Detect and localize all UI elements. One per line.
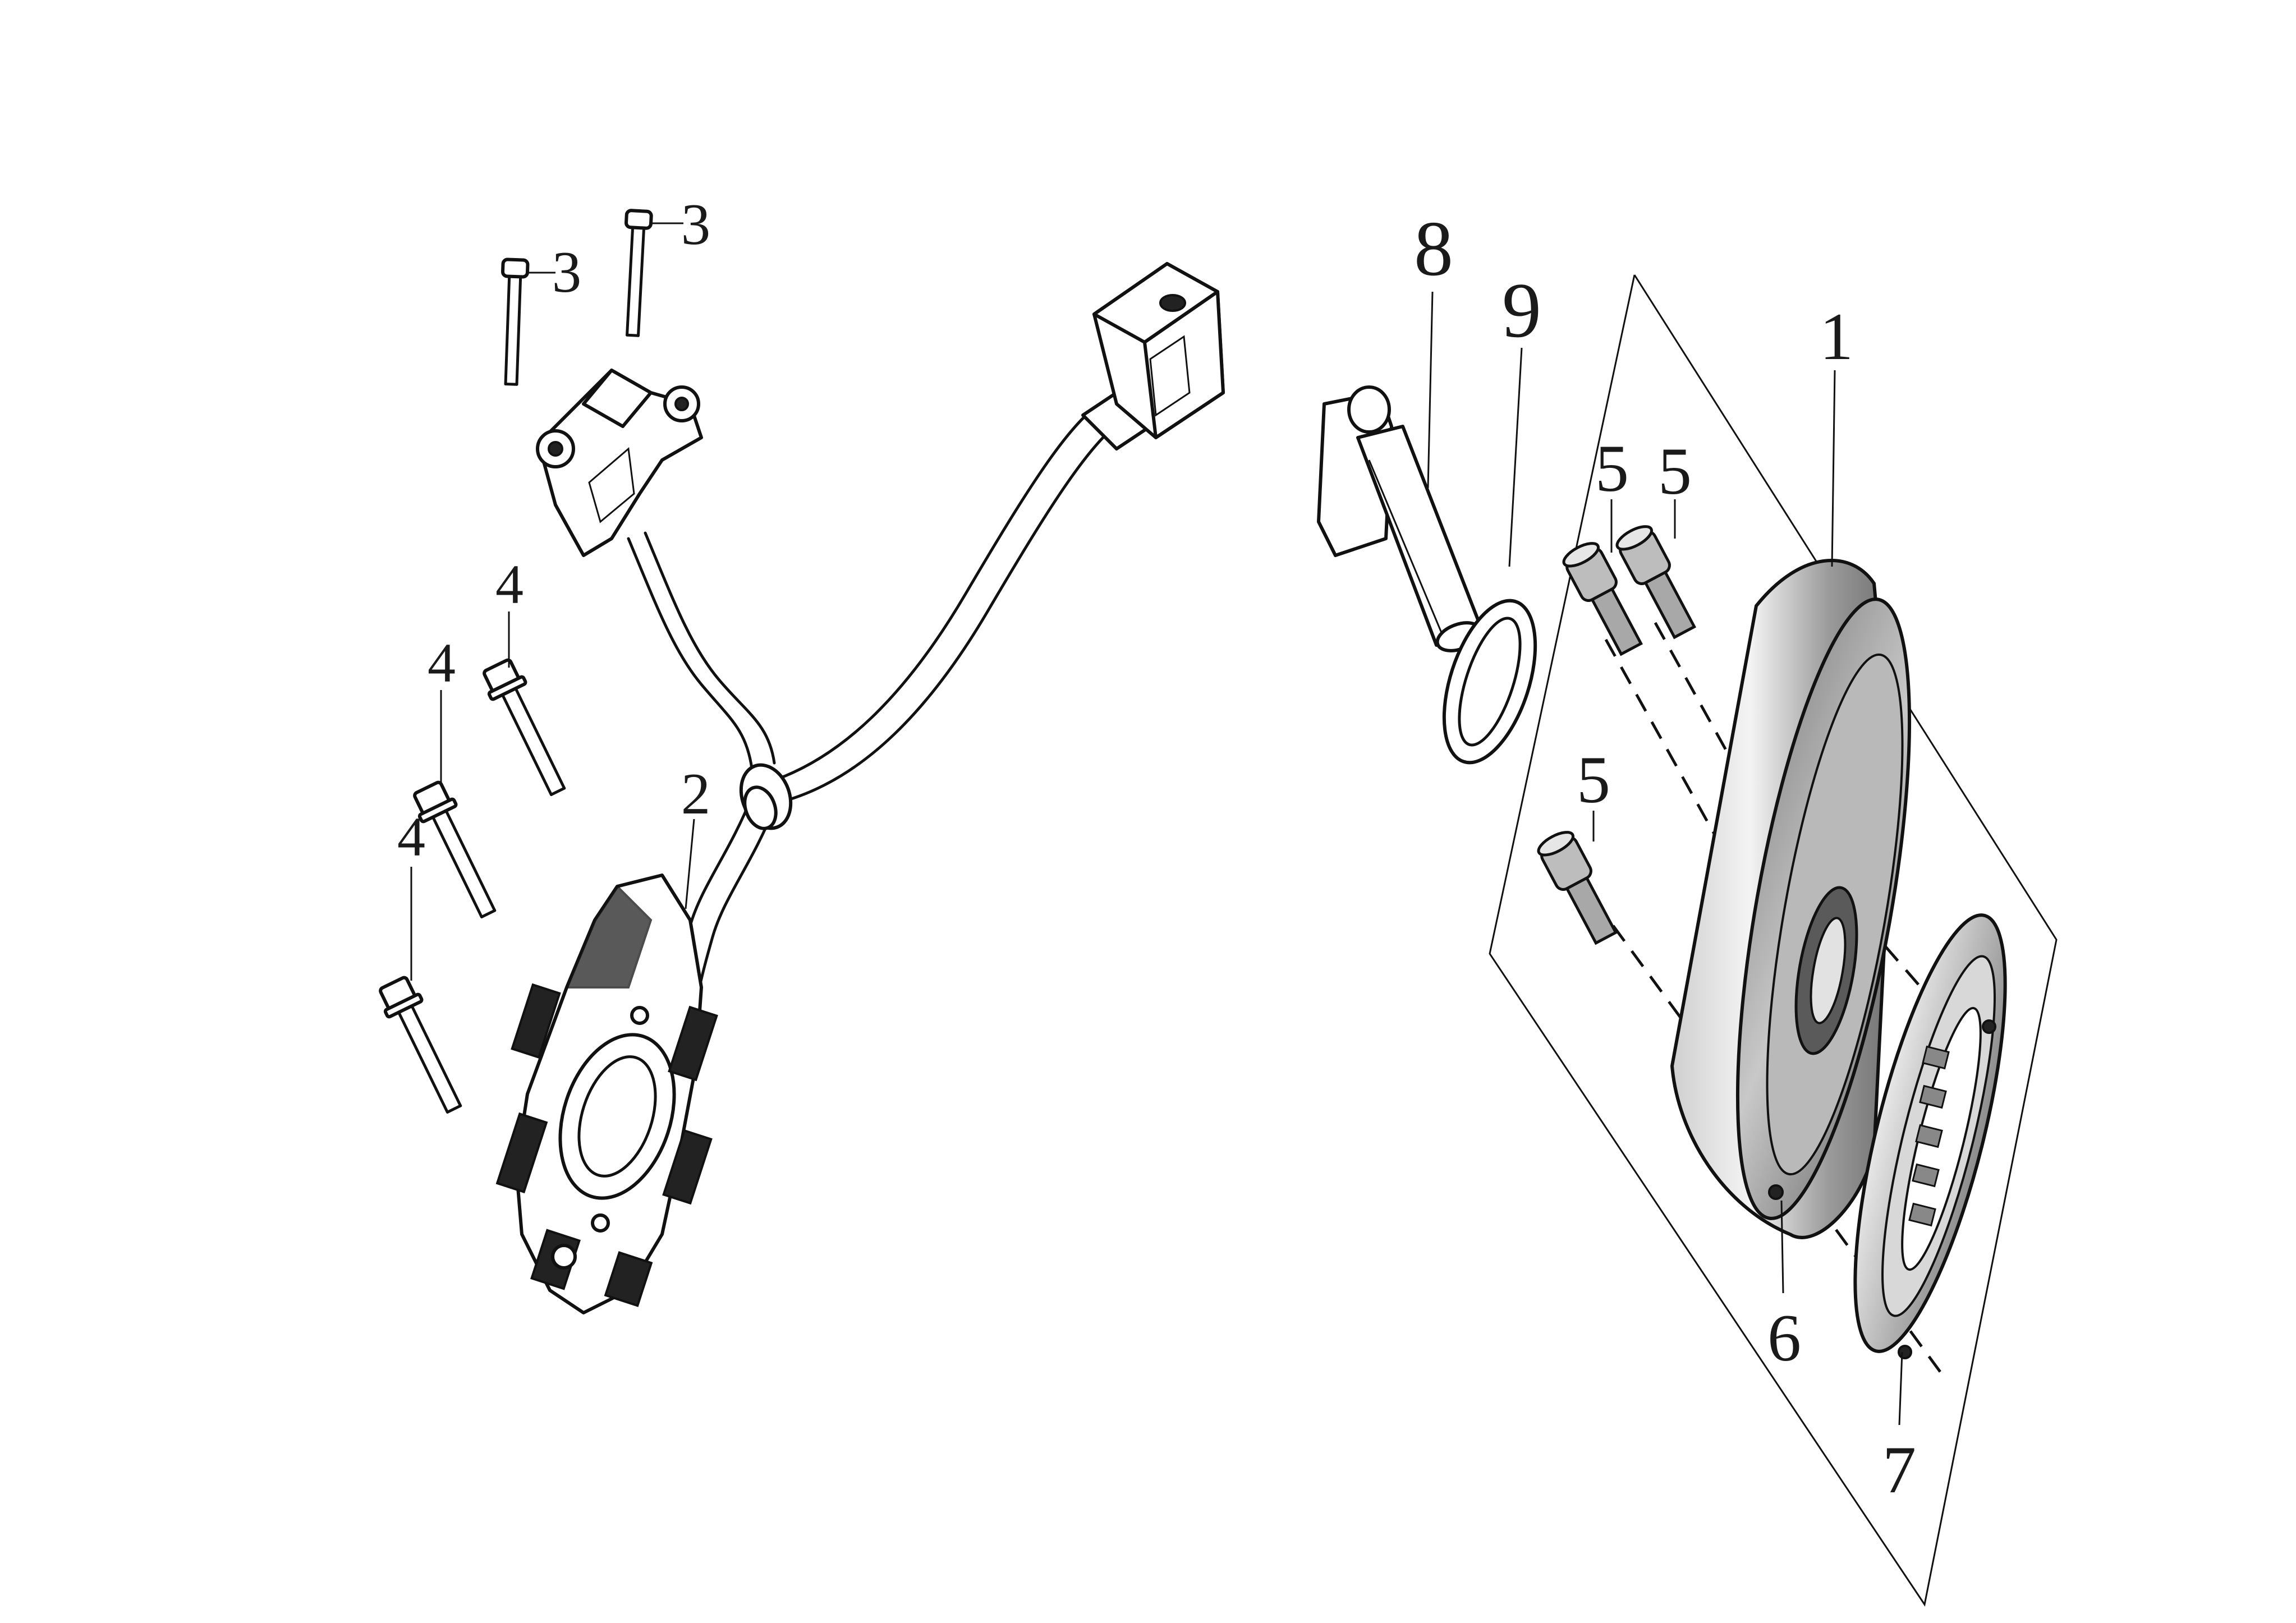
screw-3-right [621, 210, 652, 336]
screw-3-left [499, 259, 528, 384]
pulser-coil [536, 369, 703, 557]
washer-9 [1442, 599, 1537, 765]
bolt-4-top [479, 657, 575, 800]
leader-lines-left [410, 222, 695, 981]
connector-plug [1081, 262, 1225, 450]
callout-3-right: 3 [681, 191, 711, 257]
callout-7: 7 [1882, 1432, 1916, 1507]
flywheel-rotor [1670, 559, 1912, 1239]
assembly-boundary [1489, 274, 2058, 1607]
callout-5-c: 5 [1577, 742, 1610, 817]
one-way-clutch [1853, 913, 2007, 1359]
flange-bolt-8 [1317, 385, 1483, 652]
callout-8: 8 [1414, 205, 1453, 292]
callout-4-middle: 4 [428, 632, 456, 694]
callout-4-bottom: 4 [397, 806, 425, 868]
callout-2: 2 [681, 761, 711, 826]
callout-9: 9 [1502, 267, 1541, 354]
callout-3-left: 3 [552, 239, 582, 305]
stator-coil [495, 873, 718, 1314]
callout-1: 1 [1820, 299, 1853, 374]
callout-5-b: 5 [1658, 434, 1692, 508]
callout-4-top: 4 [495, 553, 524, 615]
bolt-4-bottom [375, 974, 471, 1118]
callout-labels: 1 2 3 3 4 4 4 5 5 5 6 7 8 9 [397, 191, 1916, 1507]
leader-lines-right [1427, 291, 1903, 1426]
callout-6: 6 [1767, 1300, 1801, 1375]
wire-harness [627, 402, 1124, 1023]
callout-5-a: 5 [1595, 431, 1629, 505]
socket-bolt-5-c [1535, 827, 1623, 946]
